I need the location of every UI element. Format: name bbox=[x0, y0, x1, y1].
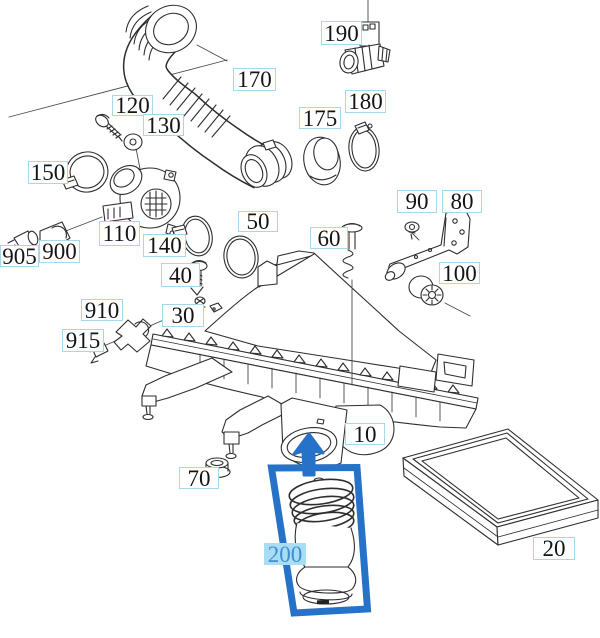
part-label-60[interactable]: 60 bbox=[310, 227, 348, 250]
part-label-110[interactable]: 110 bbox=[99, 221, 140, 246]
part-label-50[interactable]: 50 bbox=[238, 210, 278, 233]
part-label-190[interactable]: 190 bbox=[321, 21, 362, 45]
part-170-intake-hose bbox=[122, 4, 293, 189]
part-150-clamp bbox=[61, 151, 109, 193]
part-label-40[interactable]: 40 bbox=[161, 263, 200, 287]
part-label-70[interactable]: 70 bbox=[179, 467, 219, 490]
part-label-20[interactable]: 20 bbox=[533, 537, 575, 560]
part-label-170[interactable]: 170 bbox=[233, 68, 276, 91]
part-label-150[interactable]: 150 bbox=[28, 161, 68, 184]
highlight-arrow-icon bbox=[292, 432, 325, 477]
part-190-valve bbox=[339, 21, 391, 75]
part-120-screw bbox=[95, 113, 123, 142]
part-130-washer bbox=[123, 133, 143, 151]
part-180-clamp bbox=[348, 121, 380, 172]
part-label-140[interactable]: 140 bbox=[143, 234, 186, 257]
part-label-10[interactable]: 10 bbox=[345, 423, 385, 446]
part-label-120[interactable]: 120 bbox=[112, 94, 153, 117]
part-20-filter-element bbox=[402, 428, 599, 546]
part-label-910[interactable]: 910 bbox=[81, 299, 123, 322]
part-50-seal-ring bbox=[223, 235, 259, 279]
part-label-175[interactable]: 175 bbox=[299, 107, 341, 130]
part-label-915[interactable]: 915 bbox=[62, 329, 104, 352]
part-100-bushing bbox=[408, 275, 444, 306]
part-200-intake-duct bbox=[288, 477, 357, 605]
part-110-maf-sensor bbox=[102, 165, 181, 238]
part-140-clamp bbox=[169, 215, 213, 257]
part-label-100[interactable]: 100 bbox=[439, 262, 480, 285]
part-label-900[interactable]: 900 bbox=[39, 240, 80, 263]
part-910-bracket bbox=[113, 318, 152, 353]
part-label-905[interactable]: 905 bbox=[0, 245, 39, 268]
part-90-screw bbox=[404, 221, 420, 240]
part-label-180[interactable]: 180 bbox=[345, 90, 386, 113]
part-label-80[interactable]: 80 bbox=[442, 190, 482, 213]
part-label-130[interactable]: 130 bbox=[143, 114, 184, 137]
part-label-200-highlighted[interactable]: 200 bbox=[264, 543, 306, 566]
part-label-90[interactable]: 90 bbox=[397, 190, 437, 213]
part-80-bracket bbox=[384, 208, 471, 281]
part-label-30[interactable]: 30 bbox=[162, 304, 204, 327]
part-175-seal bbox=[303, 136, 341, 186]
